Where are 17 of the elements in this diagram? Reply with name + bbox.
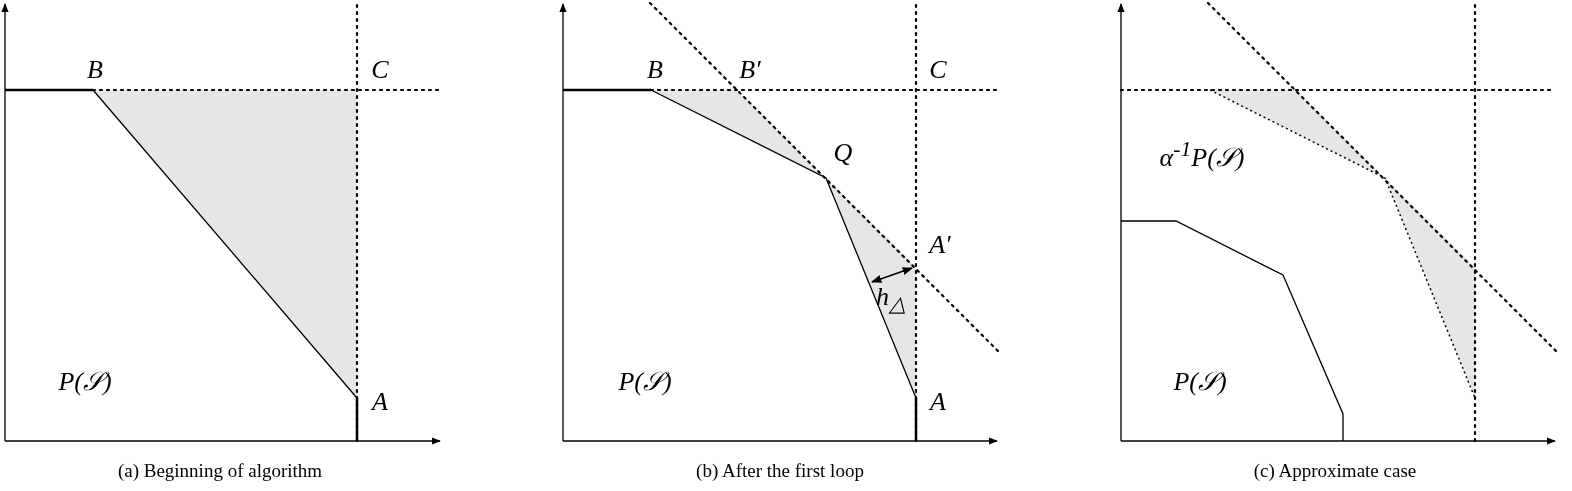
set-label: P(𝒮) xyxy=(1173,369,1227,395)
set-label: P(𝒮) xyxy=(58,369,112,395)
point-label: A xyxy=(372,389,388,415)
point-label: C xyxy=(929,57,947,83)
point-label: B′ xyxy=(739,57,761,83)
set-label: P(𝒮) xyxy=(618,369,672,395)
point-label: B xyxy=(647,57,663,83)
point-label: Q xyxy=(833,140,853,166)
point-label: A xyxy=(930,389,946,415)
set-label: α$^{-1}$P(𝒮) xyxy=(1159,139,1245,171)
caption: (c) Approximate case xyxy=(1253,460,1417,480)
point-label: C xyxy=(371,57,389,83)
point-label: B xyxy=(87,57,103,83)
caption: (b) After the first loop xyxy=(696,460,864,480)
point-label: A′ xyxy=(929,232,951,258)
caption: (a) Beginning of algorithm xyxy=(117,460,323,480)
dimension-label: h$_{△}$ xyxy=(876,284,906,316)
